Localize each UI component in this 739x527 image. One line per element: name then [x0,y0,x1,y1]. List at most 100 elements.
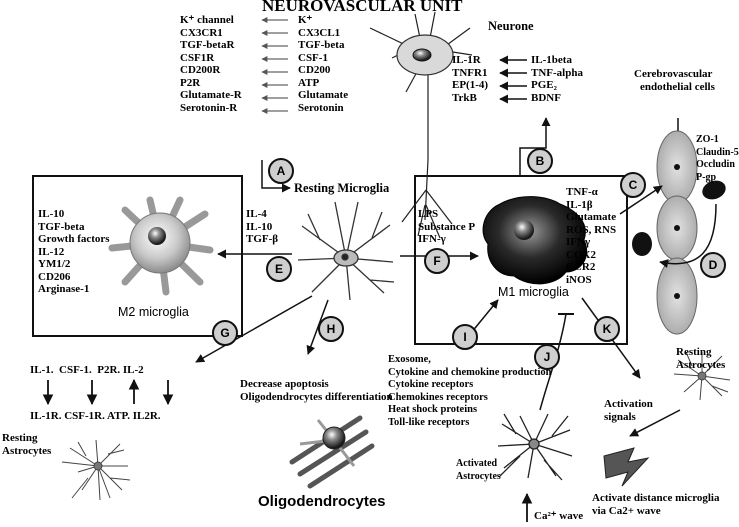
neurone-receptor-list: IL-1R TNFR1 EP(1-4) TrkB [452,54,488,104]
m2-box [32,175,243,337]
blood-cell-1 [702,180,726,200]
oligodendrocytes-label: Oligodendrocytes [258,493,386,510]
astro-signal-top: IL-1. CSF-1. P2R. IL-2 [30,364,144,377]
label-line: Activated [456,458,498,469]
label-line: via Ca2+ wave [592,504,661,517]
exosome-item: Toll-like receptors [388,416,470,428]
m1-label: M1 microglia [498,285,569,299]
arrow-a [261,160,291,193]
blood-cell-2 [632,232,652,256]
receptor-name: P2R [180,76,201,89]
distance-microglia-label: Activate distance microglia via Ca2+ wav… [592,492,720,517]
arrow-b [519,117,551,176]
neurone-label: Neurone [488,19,534,33]
m1-box [414,175,628,345]
m1-product: ROS, RNS [566,223,617,236]
m2-label: M2 microglia [118,305,189,319]
receptor-name: Serotonin-R [180,101,238,114]
ligand-name: CSF-1 [298,51,328,64]
m2-product: CD206 [38,270,71,283]
endothelial-label-line: endothelial cells [640,80,715,93]
ligand-name: TNF-alpha [531,66,583,79]
resting-microglia-label: Resting Microglia [294,181,390,195]
signal-name: IL-2 [122,364,144,376]
activated-astrocyte [497,413,573,481]
exosome-item: Cytokine receptors [388,379,474,390]
exosome-item: Heat shock proteins [388,404,478,415]
label-line: Resting [676,346,712,358]
m2-inducer-list: IL-4 IL-10 TGF-β [246,208,278,246]
activation-signals-label: Activation signals [604,398,653,423]
diagram-title: NEUROVASCULAR UNIT [262,0,463,15]
step-a-marker: A [268,158,294,184]
step-k-marker: K [594,316,620,342]
m2-product: TGF-beta [38,220,85,233]
endothelial-marker-list: ZO-1 Claudin-5 Occludin P-gp [696,134,739,184]
exosome-list: Exosome, Cytokine and chemokine producti… [388,354,551,429]
m2-product-list: IL-10 TGF-beta Growth factors IL-12 YM1/… [38,208,110,296]
microglia-receptor-arrows [261,17,288,114]
microglia-receptor-list: K⁺ channel CX3CR1 TGF-betaR CSF1R CD200R… [180,14,242,114]
m1-product: COX2 [566,248,596,261]
astro-signal-bottom: IL-1R. CSF-1R. ATP. IL2R. [30,410,161,423]
step-g-marker: G [212,320,238,346]
m1-product-list: TNF-α IL-1β Glutamate ROS, RNS IFNγ COX2… [566,186,616,286]
tight-junction-marker: ZO-1 [696,134,719,145]
step-b-marker: B [527,148,553,174]
receptor-name: CX3CR1 [180,26,223,39]
signal-name: ATP. [107,410,130,422]
tight-junction-marker: P-gp [696,171,716,183]
receptor-name: TrkB [452,91,477,104]
ligand-name: Serotonin [298,101,344,114]
ligand-name: K⁺ [298,14,313,26]
arrow-d [659,203,717,268]
label-line: Astrocytes [676,358,726,371]
m1-product: TNF-α [566,186,598,198]
receptor-name: CSF1R [180,51,215,64]
m2-inducer: TGF-β [246,233,279,245]
step-i-marker: I [452,324,478,350]
ligand-name: TGF-beta [298,39,345,51]
signal-name: IL-1. [30,364,54,376]
step-h-marker: H [318,316,344,342]
ligand-name: CX3CL1 [298,26,341,39]
step-j-marker: J [534,344,560,370]
m2-product: IL-12 [38,245,65,258]
receptor-name: IL-1R [452,54,481,66]
m2-inducer: IL-10 [246,220,273,233]
label-line: Astrocytes [456,470,501,482]
m1-product: IFNγ [566,236,591,248]
m2-product: YM1/2 [38,258,71,270]
resting-astrocyte-left [61,439,131,501]
label-line: Astrocytes [2,444,52,457]
resting-microglia-cell [297,201,395,301]
step-f-marker: F [424,248,450,274]
m1-product: CCR2 [566,261,596,273]
receptor-name: CD200R [180,64,221,76]
ligand-name: BDNF [531,91,561,104]
receptor-name: K⁺ channel [180,14,234,26]
exosome-item: Cytokine and chemokine production [388,366,552,378]
step-c-marker: C [620,172,646,198]
m1-microglia-cell [482,196,588,285]
oligo-effect: Decrease apoptosis [240,378,329,390]
oligodendrocyte-cell [289,415,375,489]
ligand-name: ATP [298,76,320,89]
activated-astrocytes-label: Activated Astrocytes [456,458,501,483]
signal-name: IL-1R. [30,410,62,422]
arrow-g [195,295,313,363]
endothelial-label: Cerebrovascular endothelial cells [634,68,715,93]
label-line: signals [604,410,636,423]
exosome-item: Chemokines receptors [388,391,488,403]
resting-astrocytes-left-label: Resting Astrocytes [2,432,51,457]
receptor-name: EP(1-4) [452,79,489,91]
step-e-marker: E [266,256,292,282]
microglia-ligand-list: K⁺ CX3CL1 TGF-beta CSF-1 CD200 ATP Gluta… [298,14,348,114]
label-line: Activation [604,398,653,410]
ligand-name: PGE₂ [531,79,557,91]
step-d-marker: D [700,252,726,278]
neurone-receptor-arrows [499,55,527,104]
m1-inducer: LPS [418,208,439,220]
